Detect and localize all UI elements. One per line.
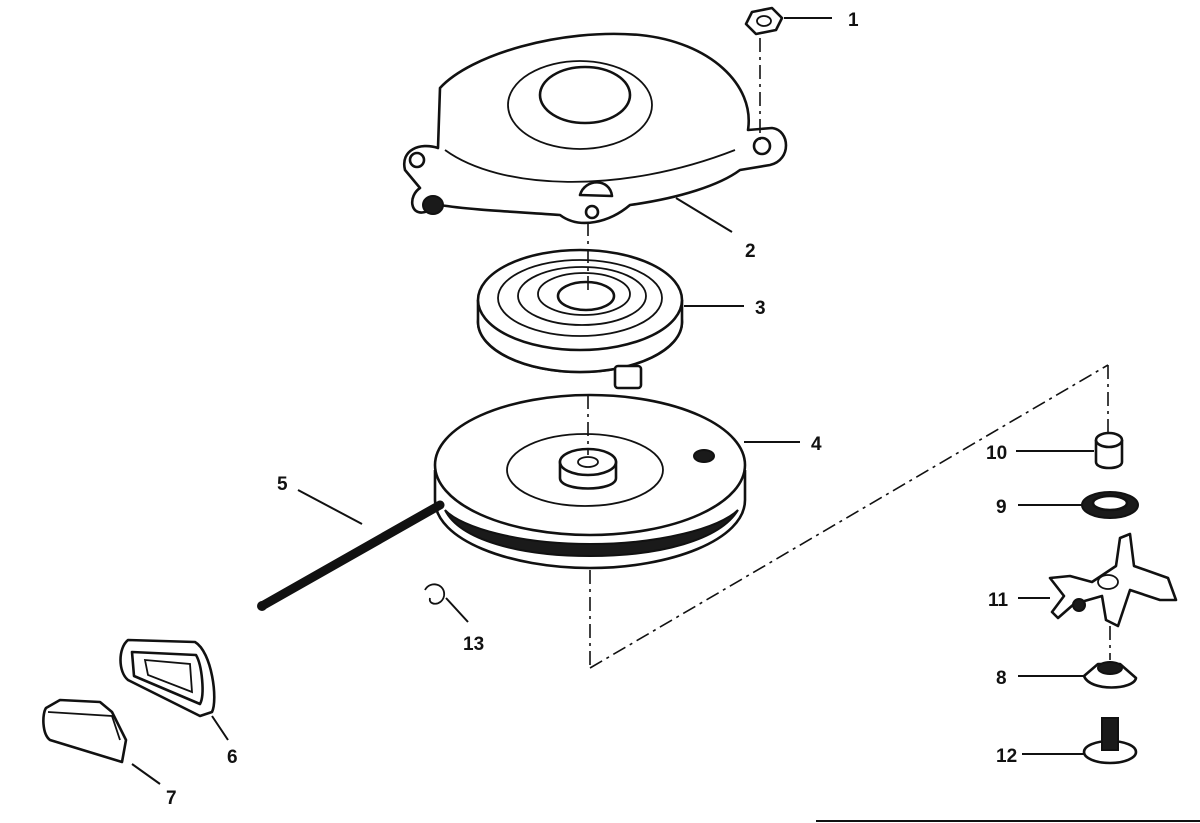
shoulder-screw bbox=[1082, 717, 1138, 765]
callout-13: 13 bbox=[463, 634, 484, 655]
brake-spring bbox=[1048, 532, 1178, 628]
callout-5: 5 bbox=[277, 474, 288, 495]
recoil-spring bbox=[476, 248, 684, 390]
callout-2: 2 bbox=[745, 241, 756, 262]
starter-rope bbox=[257, 500, 445, 611]
hex-nut bbox=[744, 6, 784, 36]
callouts: 1 2 3 4 5 6 7 8 9 10 11 12 13 bbox=[166, 10, 1017, 809]
pulley bbox=[433, 393, 747, 570]
callout-10: 10 bbox=[986, 443, 1007, 464]
center-lines bbox=[587, 38, 1111, 669]
callout-1: 1 bbox=[848, 10, 859, 31]
clip bbox=[424, 583, 445, 605]
leader-lines bbox=[131, 17, 1094, 785]
starter-handle bbox=[119, 638, 216, 718]
callout-8: 8 bbox=[996, 668, 1007, 689]
callout-4: 4 bbox=[811, 434, 822, 455]
starter-housing bbox=[402, 32, 788, 225]
callout-6: 6 bbox=[227, 747, 238, 768]
washer bbox=[1081, 491, 1139, 519]
callout-11: 11 bbox=[988, 590, 1009, 611]
handle-insert bbox=[42, 698, 128, 764]
callout-3: 3 bbox=[755, 298, 766, 319]
spacer bbox=[1094, 431, 1124, 470]
callout-7: 7 bbox=[166, 788, 177, 809]
lock-washer bbox=[1082, 661, 1138, 689]
callout-12: 12 bbox=[996, 746, 1017, 767]
callout-9: 9 bbox=[996, 497, 1007, 518]
